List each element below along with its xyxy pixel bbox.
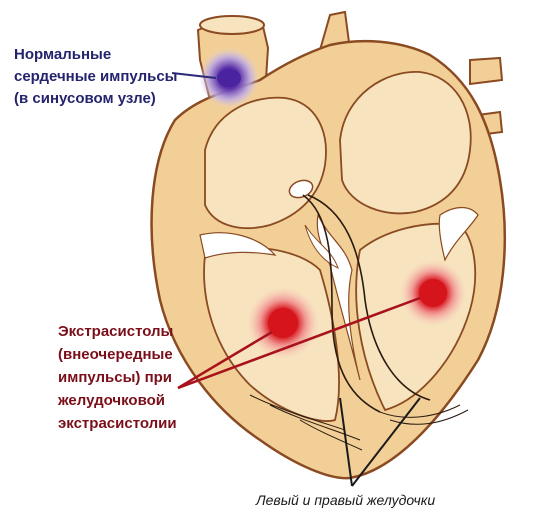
- conduction-right-branch: [307, 194, 431, 401]
- label-ventricles: Левый и правый желудочки: [256, 489, 435, 511]
- pointer-ectopic-right: [177, 296, 421, 390]
- aorta-opening: [199, 15, 265, 35]
- ectopic-focus-right: [419, 279, 447, 307]
- valve-left: [199, 232, 277, 259]
- pointer-sinus: [171, 72, 217, 79]
- label-normal-line-2: сердечные импульсы: [14, 68, 178, 85]
- label-extrasystoles: Экстрасистолы (внеочередные импульсы) пр…: [58, 320, 177, 435]
- left-atrium: [339, 71, 472, 215]
- pointer-ventricle-left: [339, 397, 353, 487]
- valve-right: [438, 206, 479, 262]
- conduction-fibers-left: [249, 394, 363, 451]
- label-extra-line-1: Экстрасистолы: [58, 323, 174, 340]
- conduction-left-branch: [302, 194, 381, 413]
- label-extra-line-3: импульсы) при: [58, 369, 173, 386]
- ectopic-focus-left: [268, 308, 298, 338]
- label-ventricles-text: Левый и правый желудочки: [256, 492, 436, 508]
- label-extra-line-5: экстрасистолии: [58, 415, 177, 432]
- label-normal-line-3: (в синусовом узле): [14, 90, 156, 107]
- label-extra-line-4: желудочковой: [58, 392, 165, 409]
- vein-right-1: [469, 56, 504, 86]
- sinus-node: [217, 69, 241, 87]
- label-normal-line-1: Нормальные: [14, 46, 112, 63]
- label-extra-line-2: (внеочередные: [58, 346, 173, 363]
- pointer-ventricle-right: [351, 397, 421, 487]
- label-normal-impulses: Нормальные сердечные импульсы (в синусов…: [14, 44, 177, 110]
- pointer-ectopic-left: [177, 330, 273, 390]
- conduction-fibers-right: [379, 404, 469, 425]
